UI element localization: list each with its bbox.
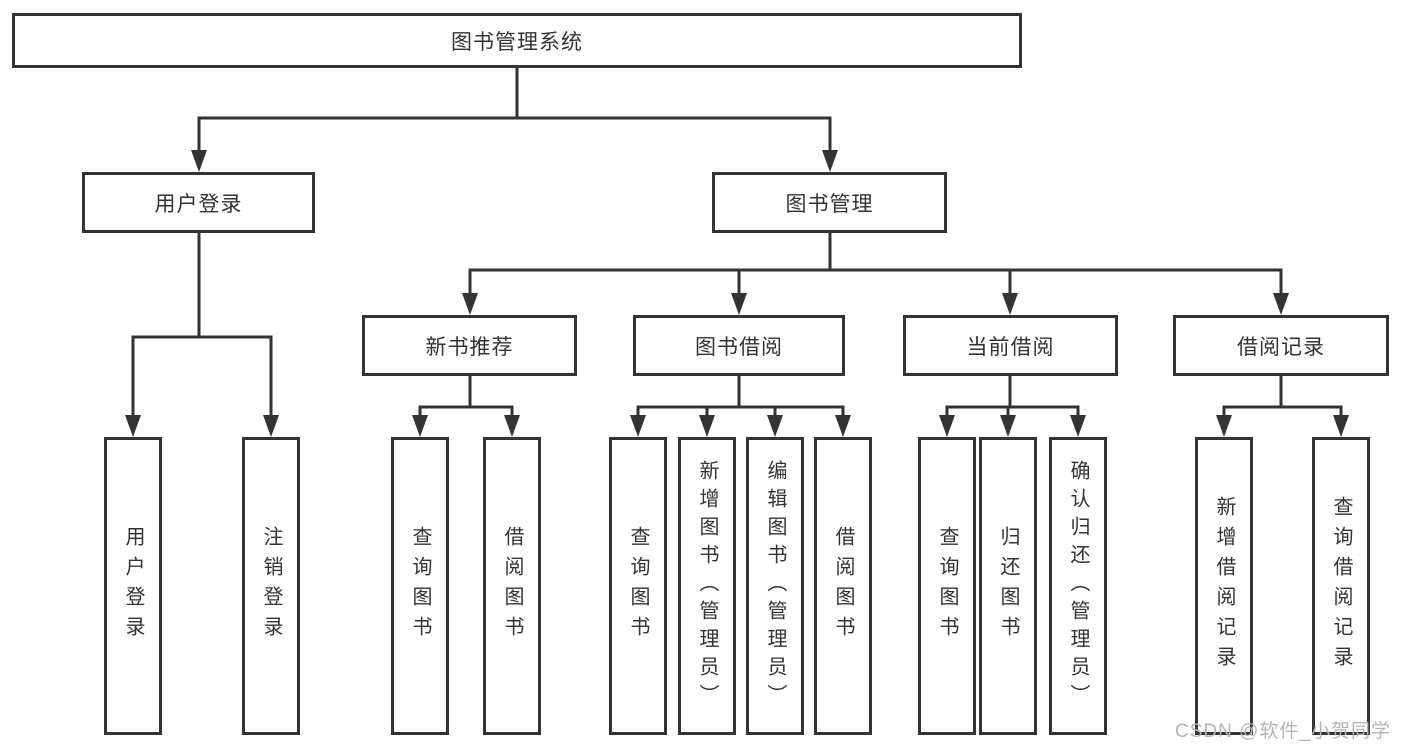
leaf-borrow-books-recommend: 借阅图书: [483, 437, 541, 735]
node-book-borrow: 图书借阅: [633, 315, 845, 376]
node-label: 查询借阅记录: [1330, 496, 1352, 676]
leaf-query-books-current: 查询图书: [918, 437, 976, 735]
node-label: 查询图书: [627, 526, 649, 646]
node-label: 查询图书: [936, 526, 958, 646]
node-label: 图书管理系统: [451, 30, 583, 54]
node-new-book-recommend: 新书推荐: [362, 315, 577, 376]
node-current-borrow: 当前借阅: [903, 315, 1118, 376]
node-label: 注销登录: [260, 526, 282, 646]
leaf-add-borrow-record: 新增借阅记录: [1195, 437, 1253, 735]
node-book-management: 图书管理: [712, 172, 947, 233]
leaf-confirm-return-admin: 确认归还（管理员）: [1049, 437, 1107, 735]
node-label: 用户登录: [154, 192, 243, 216]
node-label: 借阅记录: [1237, 335, 1325, 359]
node-label: 查询图书: [409, 526, 431, 646]
node-label: 编辑图书（管理员）: [764, 460, 786, 712]
watermark: CSDN @软件_小贺同学: [1175, 721, 1391, 742]
node-label: 借阅图书: [832, 526, 854, 646]
leaf-borrow-books: 借阅图书: [814, 437, 872, 735]
node-label: 图书管理: [785, 192, 874, 216]
node-label: 用户登录: [122, 526, 144, 646]
node-label: 借阅图书: [501, 526, 523, 646]
leaf-return-book: 归还图书: [979, 437, 1037, 735]
leaf-query-books-borrow: 查询图书: [609, 437, 667, 735]
node-label: 新书推荐: [425, 335, 514, 359]
node-label: 确认归还（管理员）: [1067, 460, 1089, 712]
node-borrow-record: 借阅记录: [1173, 315, 1389, 376]
node-label: 当前借阅: [966, 335, 1055, 359]
leaf-logout: 注销登录: [242, 437, 300, 735]
node-label: 新增借阅记录: [1213, 496, 1235, 676]
leaf-edit-book-admin: 编辑图书（管理员）: [746, 437, 804, 735]
leaf-add-book-admin: 新增图书（管理员）: [678, 437, 736, 735]
leaf-query-books-recommend: 查询图书: [391, 437, 449, 735]
node-user-login: 用户登录: [82, 172, 315, 233]
node-label: 图书借阅: [695, 335, 783, 359]
node-library-management-system: 图书管理系统: [12, 13, 1022, 68]
node-label: 新增图书（管理员）: [696, 460, 718, 712]
leaf-query-borrow-record: 查询借阅记录: [1312, 437, 1370, 735]
leaf-user-login: 用户登录: [104, 437, 162, 735]
node-label: 归还图书: [997, 526, 1019, 646]
